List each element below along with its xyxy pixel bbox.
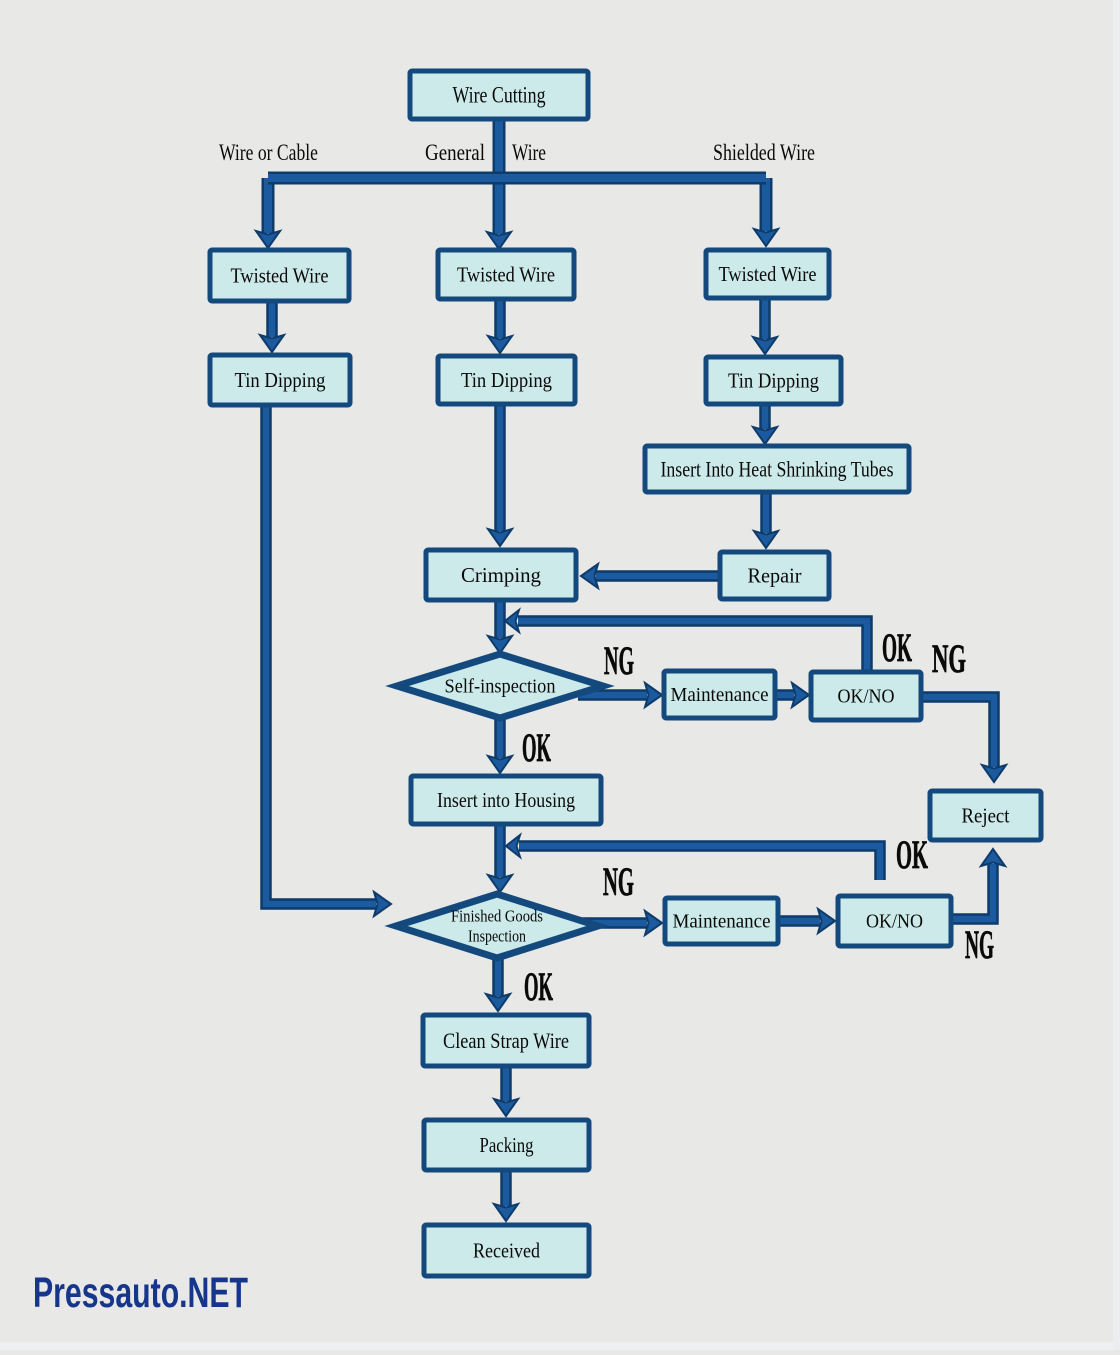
- svg-text:Wire or Cable: Wire or Cable: [219, 140, 318, 165]
- svg-text:OK: OK: [522, 725, 551, 770]
- svg-text:NG: NG: [603, 859, 634, 904]
- svg-text:Clean Strap Wire: Clean Strap Wire: [443, 1028, 569, 1053]
- svg-text:Maintenance: Maintenance: [673, 911, 771, 933]
- svg-text:Twisted Wire: Twisted Wire: [457, 262, 555, 286]
- svg-text:Reject: Reject: [962, 803, 1010, 827]
- svg-text:Shielded Wire: Shielded Wire: [713, 140, 815, 165]
- svg-text:Inspection: Inspection: [468, 927, 526, 946]
- svg-text:OK/NO: OK/NO: [838, 686, 895, 708]
- svg-text:Finished Goods: Finished Goods: [451, 907, 543, 926]
- svg-text:OK: OK: [882, 625, 912, 670]
- svg-text:Self-inspection: Self-inspection: [445, 676, 556, 698]
- svg-text:NG: NG: [965, 922, 994, 967]
- svg-text:Received: Received: [473, 1238, 540, 1262]
- svg-text:Pressauto.NET: Pressauto.NET: [33, 1269, 248, 1317]
- svg-text:NG: NG: [932, 636, 966, 681]
- svg-text:Packing: Packing: [480, 1133, 534, 1157]
- svg-text:Insert Into Heat Shrinking Tub: Insert Into Heat Shrinking Tubes: [661, 456, 894, 481]
- svg-text:NG: NG: [604, 638, 634, 683]
- svg-text:OK: OK: [896, 832, 928, 877]
- svg-text:Crimping: Crimping: [461, 563, 541, 587]
- svg-text:Tin Dipping: Tin Dipping: [461, 368, 552, 392]
- svg-text:Wire: Wire: [512, 140, 546, 165]
- svg-text:OK: OK: [524, 964, 553, 1009]
- svg-text:OK/NO: OK/NO: [866, 911, 923, 933]
- svg-text:General: General: [425, 140, 485, 165]
- svg-text:Wire Cutting: Wire Cutting: [453, 83, 546, 108]
- svg-text:Maintenance: Maintenance: [671, 684, 769, 706]
- svg-text:Tin Dipping: Tin Dipping: [728, 368, 819, 392]
- svg-text:Insert into Housing: Insert into Housing: [437, 788, 575, 812]
- svg-text:Twisted Wire: Twisted Wire: [719, 262, 817, 286]
- svg-text:Tin Dipping: Tin Dipping: [235, 368, 326, 392]
- svg-text:Twisted Wire: Twisted Wire: [231, 263, 329, 287]
- svg-text:Repair: Repair: [748, 563, 802, 587]
